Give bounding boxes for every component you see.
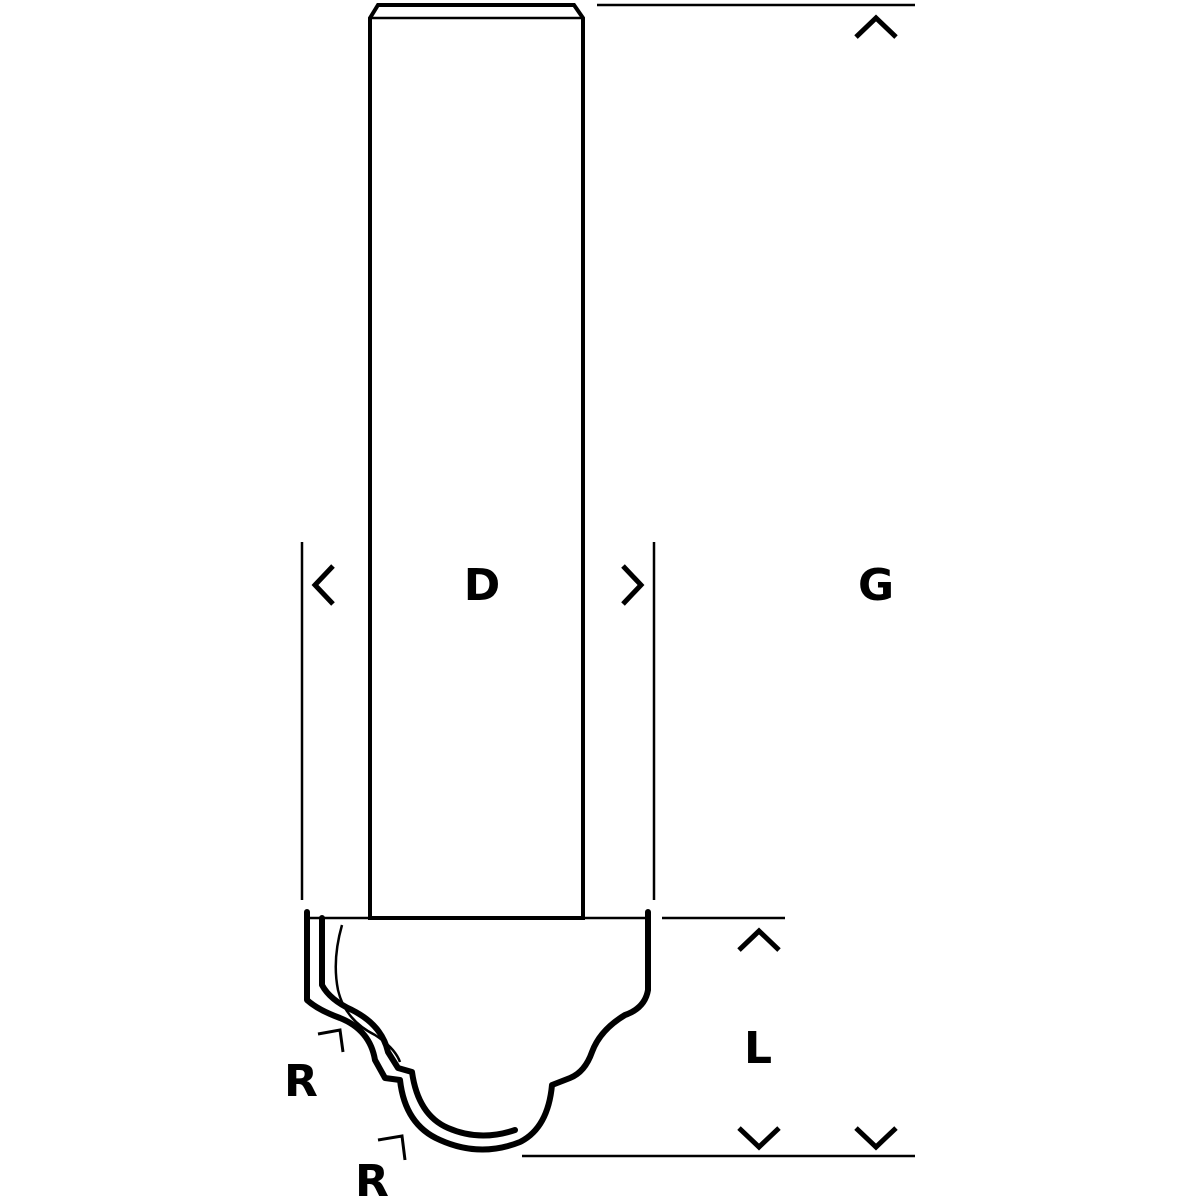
shank <box>368 2 585 920</box>
g-arrow-top <box>854 14 898 39</box>
g-dimension-label: G <box>858 560 894 611</box>
r-upper-arrow <box>317 1028 345 1053</box>
l-arrow-top <box>737 927 781 952</box>
l-arrow-bottom <box>737 1126 781 1151</box>
d-dimension-label: D <box>464 560 501 611</box>
cutter-profile-outer <box>304 909 651 1153</box>
d-arrow-left <box>311 564 335 606</box>
l-dimension-label: L <box>744 1023 772 1074</box>
r-upper-label: R <box>284 1056 318 1107</box>
cutter-face-line <box>334 924 402 1063</box>
g-arrow-bottom <box>854 1126 898 1151</box>
cutter-profile-inner <box>319 915 518 1139</box>
d-arrow-right <box>621 564 645 606</box>
r-lower-arrow <box>377 1134 407 1161</box>
r-lower-label: R <box>355 1156 389 1200</box>
